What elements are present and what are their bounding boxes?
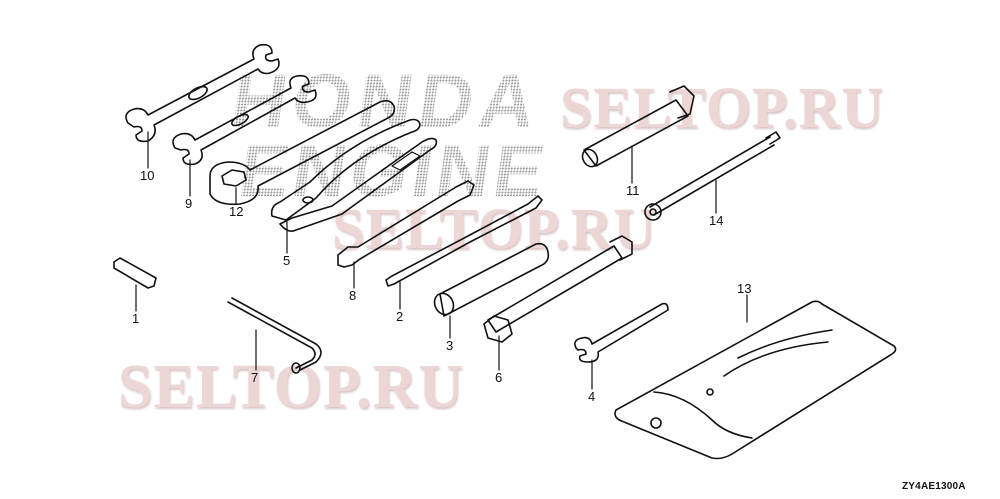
plug-wrench-6-icon [483,235,633,371]
callout-2: 2 [396,309,404,324]
callout-3: 3 [446,338,454,353]
callout-11: 11 [626,183,640,198]
callout-9: 9 [185,196,193,211]
screwdriver-8-icon [337,180,475,289]
clip-1-icon [113,257,157,312]
tool-bag-13-icon [614,294,897,460]
wrench-10-icon [125,43,280,169]
callout-12: 12 [229,204,244,219]
ring-spanner-12-icon [209,99,396,206]
wrench-4-icon [574,302,669,390]
handle-3-icon [433,242,550,339]
box-spanner-11-icon [581,85,695,184]
callout-4: 4 [588,389,596,404]
callout-7: 7 [251,370,259,385]
callout-8: 8 [349,288,357,303]
callout-13: 13 [737,281,752,296]
pliers-5-icon [270,118,438,254]
callout-10: 10 [140,168,155,183]
diagram-reference-code: ZY4AE1300A [902,481,966,492]
callout-1: 1 [132,311,140,326]
screwdriver-2-icon [385,195,543,310]
callout-5: 5 [283,253,291,268]
wrench-9-icon [172,74,317,197]
callout-6: 6 [495,370,503,385]
hex-key-7-icon [227,297,322,374]
tommy-bar-14-icon [644,131,781,221]
callout-14: 14 [709,213,724,228]
